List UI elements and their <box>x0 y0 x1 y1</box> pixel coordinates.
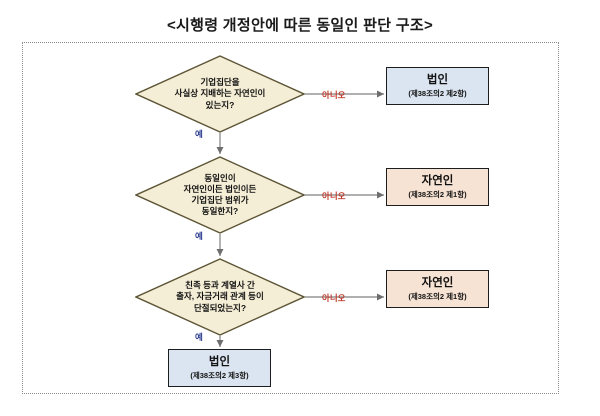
edge-label-no-3: 아니오 <box>322 293 346 303</box>
decision-node-relations-severed[interactable]: 친족 등과 계열사 간 출자, 자금거래 관계 등이 단절되었는지? <box>135 258 305 336</box>
diagram-frame <box>22 42 559 394</box>
edge-label-yes-1: 예 <box>195 129 203 139</box>
diamond-shape-icon <box>135 258 305 336</box>
result-2-title: 자연인 <box>421 175 454 188</box>
diamond-shape-icon <box>135 55 305 133</box>
result-node-corporate-clause3[interactable]: 법인 (제38조의2 제3항) <box>168 349 271 387</box>
result-4-clause: (제38조의2 제3항) <box>190 370 249 380</box>
result-node-corporate-clause2[interactable]: 법인 (제38조의2 제2항) <box>386 67 489 105</box>
result-1-title: 법인 <box>426 74 449 87</box>
result-3-title: 자연인 <box>421 277 454 290</box>
edge-label-yes-2: 예 <box>195 231 203 241</box>
decision-node-group-scope-same[interactable]: 동일인이 자연인이든 법인이든 기업집단 범위가 동일한지? <box>135 156 305 234</box>
result-node-natural-clause1-a[interactable]: 자연인 (제38조의2 제1항) <box>386 168 489 206</box>
edge-label-yes-3: 예 <box>195 332 203 342</box>
result-2-clause: (제38조의2 제1항) <box>408 189 467 199</box>
edge-label-no-2: 아니오 <box>322 191 346 201</box>
decision-node-dominant-person[interactable]: 기업집단을 사실상 지배하는 자연인이 있는지? <box>135 55 305 133</box>
result-1-clause: (제38조의2 제2항) <box>408 88 467 98</box>
diamond-shape-icon <box>135 156 305 234</box>
result-3-clause: (제38조의2 제1항) <box>408 291 467 301</box>
edge-label-no-1: 아니오 <box>322 90 346 100</box>
result-node-natural-clause1-b[interactable]: 자연인 (제38조의2 제1항) <box>386 270 489 308</box>
result-4-title: 법인 <box>208 356 231 369</box>
page-title: <시행령 개정안에 따른 동일인 판단 구조> <box>166 17 434 34</box>
